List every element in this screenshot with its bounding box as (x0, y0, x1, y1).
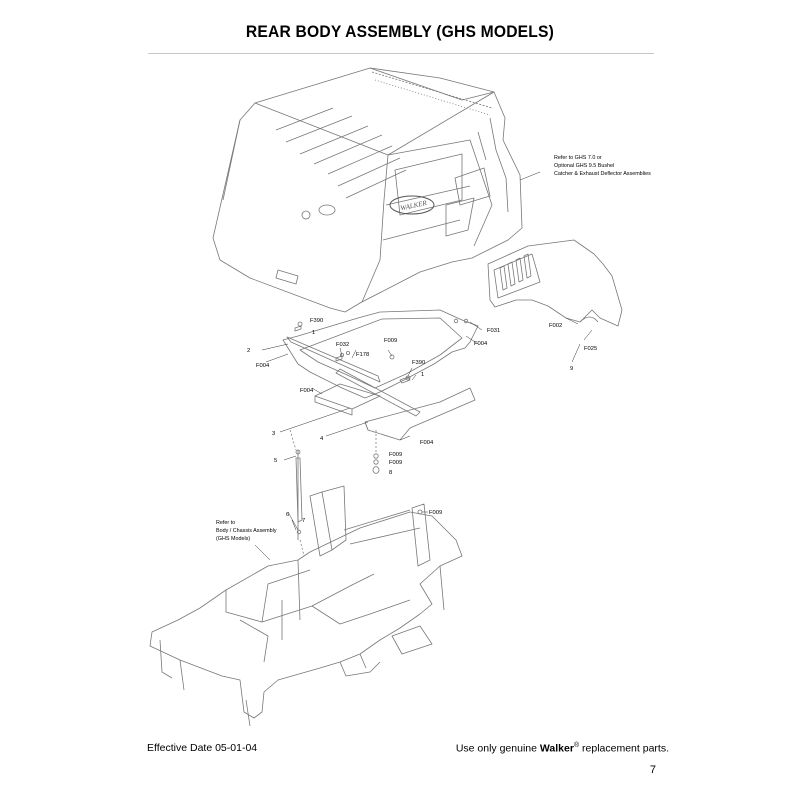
note-chassis-ref-3: (GHS Models) (216, 536, 250, 542)
note-chassis-ref-1: Refer to (216, 520, 235, 526)
callout-n1-a: 1 (312, 330, 315, 336)
chassis-frame (149, 485, 463, 727)
callout-n7: 7 (302, 518, 305, 524)
callout-f009-d: F009 (429, 510, 442, 516)
gas-spring-strut (295, 449, 303, 540)
callout-f009-c: F009 (389, 460, 402, 466)
callout-n5: 5 (274, 458, 277, 464)
callout-n1-b: 1 (421, 372, 424, 378)
callout-f032: F032 (336, 342, 349, 348)
callout-f004-d: F004 (420, 440, 434, 446)
callout-n2: 2 (247, 348, 250, 354)
footer-suffix: replacement parts. (582, 742, 669, 755)
callout-n9: 9 (570, 366, 573, 372)
callout-f004-c: F004 (300, 388, 314, 394)
footer-prefix: Use only genuine (455, 742, 537, 755)
callout-n3: 3 (272, 431, 275, 437)
rear-side-panel (487, 239, 623, 327)
callout-f390-b: F390 (412, 360, 425, 366)
page-number: 7 (649, 764, 656, 776)
callout-n8: 8 (389, 470, 392, 476)
mounting-frame (282, 309, 479, 441)
effective-date: Effective Date 05-01-04 (147, 742, 258, 754)
callout-f390-a: F390 (310, 318, 323, 324)
note-chassis-ref-2: Body / Chassis Assembly (216, 528, 277, 534)
callout-f178: F178 (356, 352, 369, 358)
callout-f031: F031 (487, 328, 500, 334)
note-catcher-ref-3: Catcher & Exhaust Deflector Assemblies (554, 171, 651, 177)
callout-f002: F002 (549, 323, 562, 329)
callout-n4: 4 (320, 436, 324, 442)
callout-n6: 6 (286, 512, 289, 518)
title-divider (148, 53, 654, 54)
footer-brand: Walker (539, 742, 574, 755)
callout-f004-a: F004 (256, 363, 270, 369)
footer-notice: Use only genuine Walker® replacement par… (456, 742, 669, 755)
callout-f025: F025 (584, 346, 597, 352)
callout-f009-b: F009 (389, 452, 402, 458)
page-title: REAR BODY ASSEMBLY (GHS MODELS) (245, 22, 555, 41)
note-catcher-ref-1: Refer to GHS 7.0 or (554, 155, 602, 161)
note-catcher-ref-2: Optional GHS 9.5 Bushel (554, 163, 614, 169)
callout-f009-a: F009 (384, 338, 397, 344)
leader-lines (254, 171, 593, 561)
callout-f004-b: F004 (474, 341, 488, 347)
footer-reg-mark: ® (573, 742, 580, 749)
rear-body-shell (212, 67, 523, 313)
